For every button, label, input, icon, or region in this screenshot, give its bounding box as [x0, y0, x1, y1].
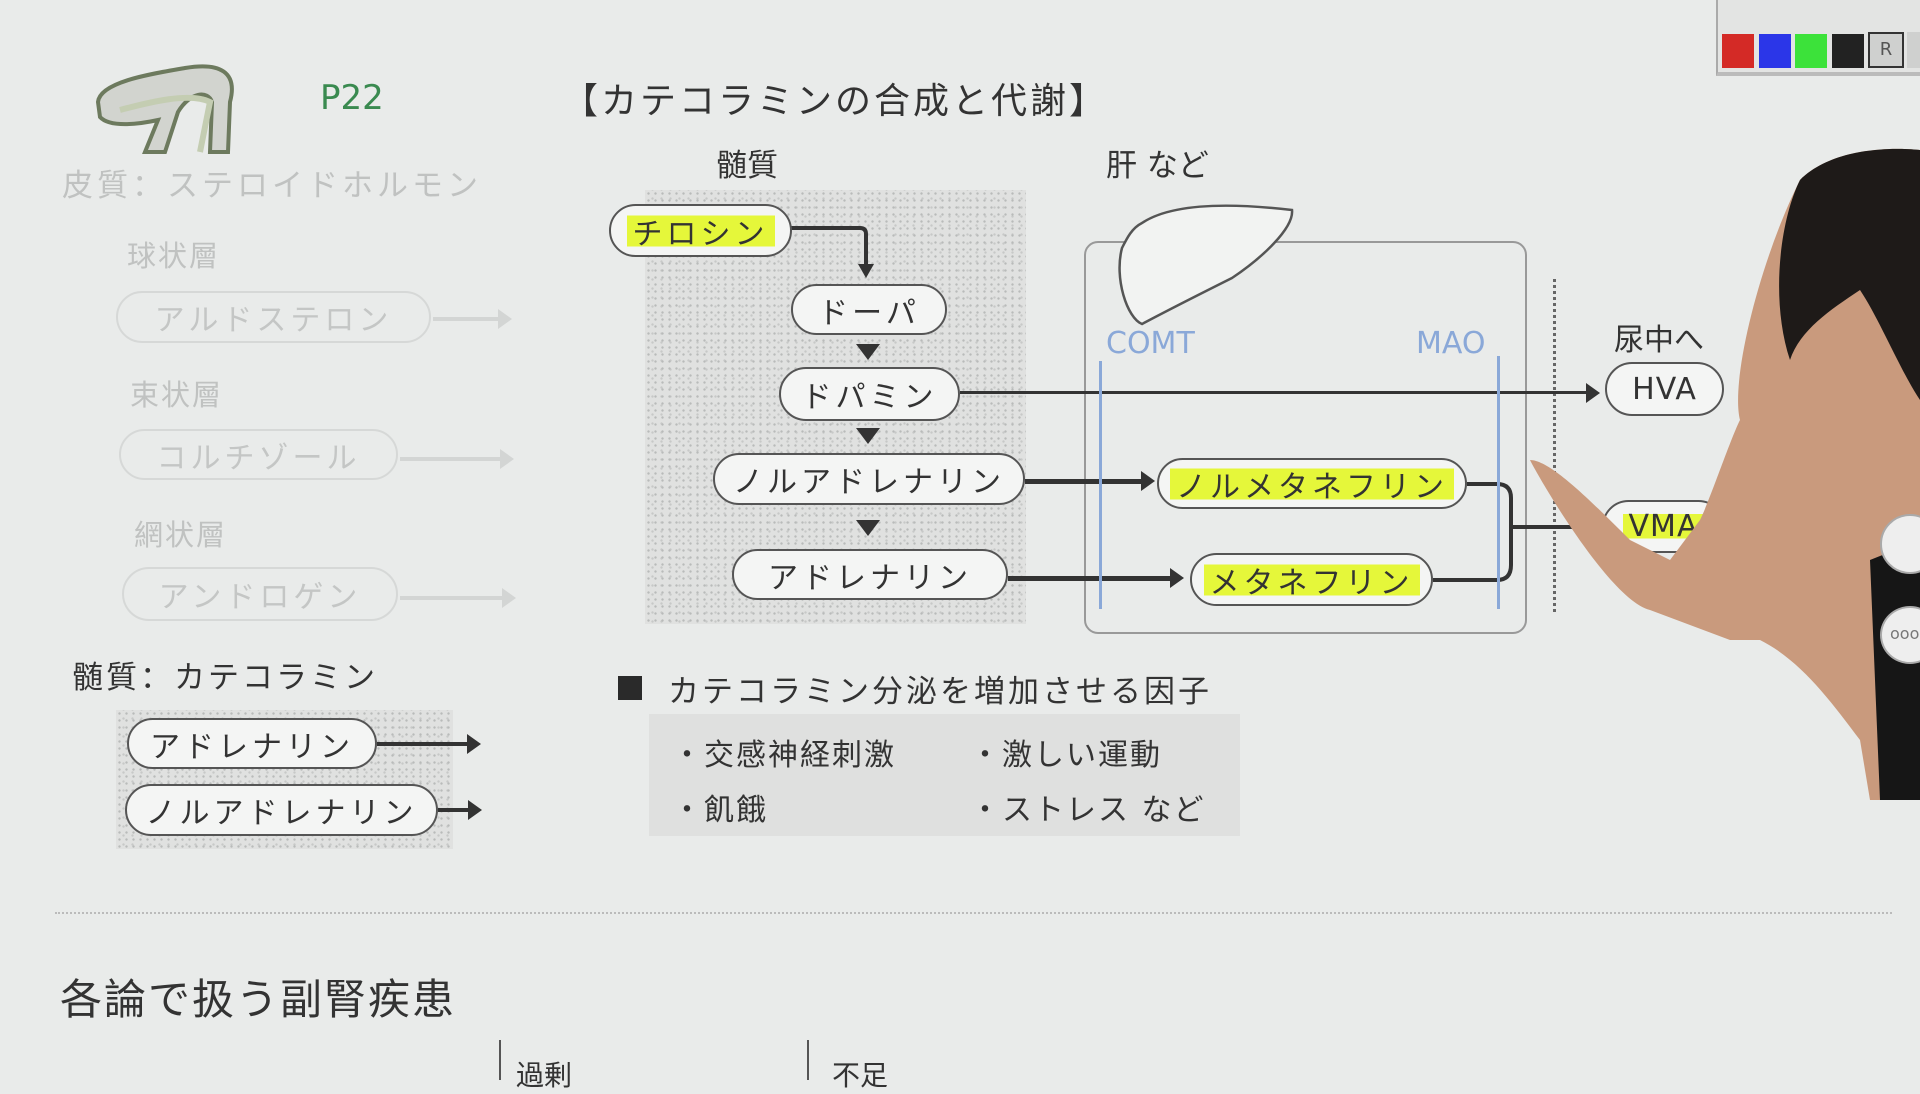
factors-box: [649, 714, 1240, 836]
hormone-label: アドレナリン: [150, 729, 354, 765]
mao-line: [1497, 356, 1500, 609]
arrow: [377, 734, 481, 754]
table-divider: [499, 1040, 501, 1080]
arrow: [400, 449, 514, 469]
step-pill-noradrenaline: ノルアドレナリン: [713, 453, 1025, 505]
extra-button[interactable]: [1907, 32, 1920, 68]
hormone-label: ノルアドレナリン: [145, 796, 418, 831]
hormone-pill: コルチゾール: [119, 429, 398, 480]
kidney-boundary-dotted-line: [1553, 279, 1556, 612]
liver-label: 肝 など: [1106, 148, 1209, 184]
liver-icon: [1118, 204, 1294, 326]
liver-box: [1084, 241, 1527, 634]
step-pill-dopa: ドーパ: [791, 284, 947, 335]
hormone-pill: ノルアドレナリン: [125, 784, 438, 836]
column-header-excess: 過剰: [516, 1059, 573, 1092]
step-pill-tyrosine: チロシン: [609, 204, 792, 257]
down-arrow-icon: [856, 344, 880, 360]
arrow: [433, 309, 512, 329]
step-label: ドーパ: [818, 295, 920, 331]
color-swatch-blue[interactable]: [1759, 34, 1791, 68]
more-options-icon[interactable]: ooo: [1880, 606, 1920, 664]
connector-arrow: [790, 226, 874, 278]
factors-heading: カテコラミン分泌を増加させる因子: [668, 674, 1212, 710]
step-label: ノルアドレナリン: [733, 465, 1005, 500]
hormone-label: アルドステロン: [154, 303, 393, 338]
presenter: [1530, 148, 1920, 800]
step-pill-dopamine: ドパミン: [779, 367, 960, 421]
hormone-label: アンドロゲン: [158, 580, 362, 615]
factor-item: ・ストレス など: [970, 793, 1206, 828]
dopamine-to-hva-arrow: [960, 383, 1600, 403]
factor-item: ・飢餓: [672, 793, 768, 828]
metabolite-pill: ノルメタネフリン: [1157, 458, 1467, 509]
layer-label: 網状層: [134, 518, 228, 552]
slide-title: 【カテコラミンの合成と代謝】: [562, 81, 1109, 122]
column-header-deficiency: 不足: [832, 1059, 889, 1092]
medulla-label: 髄質: [716, 148, 778, 184]
metabolite-pill: メタネフリン: [1190, 553, 1433, 606]
table-divider: [807, 1040, 809, 1080]
down-arrow-icon: [856, 520, 880, 536]
hormone-pill: アドレナリン: [127, 718, 377, 769]
urine-product-label: VMA: [1622, 509, 1705, 544]
urine-product-label: HVA: [1632, 371, 1697, 407]
adrenaline-arrow: [1008, 568, 1184, 588]
color-swatch-black[interactable]: [1832, 34, 1864, 68]
layer-label: 球状層: [127, 239, 221, 273]
urine-product-hva: HVA: [1605, 362, 1724, 416]
layer-label: 束状層: [130, 378, 224, 412]
hormone-pill: アンドロゲン: [122, 567, 398, 621]
factor-item: ・交感神経刺激: [672, 738, 896, 773]
urine-label: 尿中へ: [1614, 323, 1704, 358]
enzyme-label-comt: COMT: [1106, 326, 1195, 361]
factor-item: ・激しい運動: [970, 738, 1162, 773]
color-palette-toolbar: R: [1716, 0, 1920, 76]
color-swatch-green[interactable]: [1795, 34, 1827, 68]
step-label: アドレナリン: [768, 560, 972, 596]
adrenal-gland-illustration: [95, 64, 234, 154]
arrow: [400, 588, 516, 608]
color-swatch-red[interactable]: [1722, 34, 1754, 68]
step-label: ドパミン: [801, 380, 938, 415]
cortex-heading: 皮質：ステロイドホルモン: [62, 168, 482, 204]
bullet-square-icon: [618, 676, 642, 700]
hormone-pill: アルドステロン: [116, 291, 431, 343]
medulla-heading: 髄質：カテコラミン: [72, 660, 378, 696]
noradrenaline-arrow: [1025, 471, 1155, 491]
comt-line: [1099, 361, 1102, 609]
section-divider: [55, 912, 1892, 914]
step-pill-adrenaline: アドレナリン: [732, 549, 1008, 600]
enzyme-label-mao: MAO: [1416, 326, 1486, 361]
r-button[interactable]: R: [1868, 32, 1904, 68]
hormone-label: コルチゾール: [156, 440, 361, 476]
step-label: チロシン: [626, 208, 775, 253]
metabolite-label: ノルメタネフリン: [1170, 461, 1454, 506]
down-arrow-icon: [856, 428, 880, 444]
section-title: 各論で扱う副腎疾患: [60, 975, 457, 1024]
arrow: [438, 800, 482, 820]
page-reference: P22: [320, 78, 384, 118]
metabolite-label: メタネフリン: [1203, 557, 1420, 602]
